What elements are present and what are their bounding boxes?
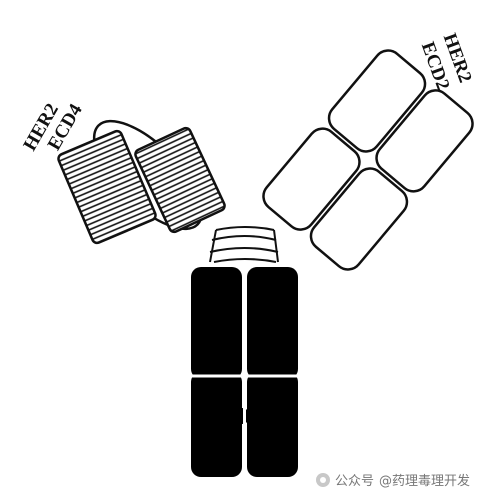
fc-gaps bbox=[191, 267, 298, 477]
left-hatched-domain-inner bbox=[134, 126, 226, 234]
right-domain-3 bbox=[262, 127, 361, 231]
fc-chain-right-lower bbox=[247, 372, 298, 477]
right-domain-2 bbox=[375, 89, 474, 193]
watermark-prefix: 公众号 bbox=[334, 474, 374, 489]
wechat-icon bbox=[315, 472, 330, 487]
right-fab-arm bbox=[262, 49, 474, 271]
watermark-name: @药理毒理开发 bbox=[378, 474, 470, 489]
fc-chain-left-lower bbox=[191, 372, 242, 477]
knob-into-hole bbox=[234, 408, 250, 424]
right-domain-4 bbox=[309, 167, 409, 271]
watermark: 公众号 @药理毒理开发 bbox=[315, 470, 470, 489]
fc-chain-left-upper bbox=[191, 267, 242, 379]
left-hatched-domain-outer bbox=[57, 129, 157, 245]
fc-chain-right-upper bbox=[247, 267, 298, 379]
right-domain-1 bbox=[327, 49, 427, 153]
left-fab-arm bbox=[57, 119, 226, 245]
hinge-region bbox=[209, 226, 279, 263]
